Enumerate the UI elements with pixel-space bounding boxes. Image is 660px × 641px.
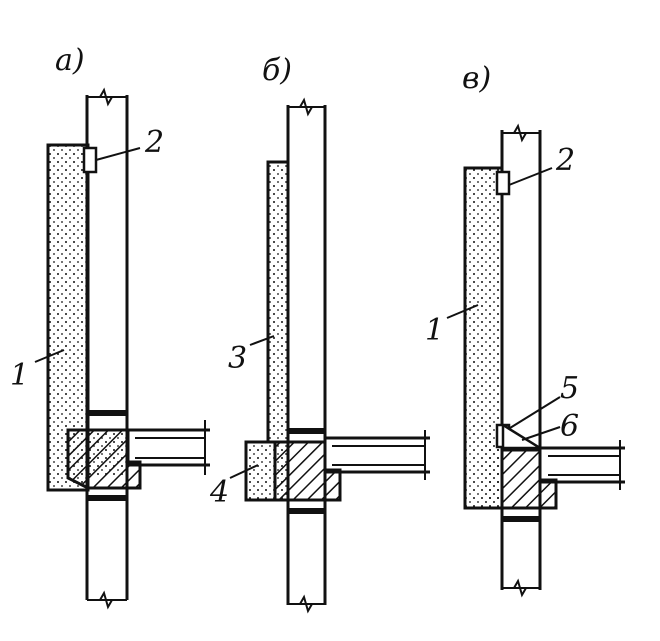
leader-3 (249, 335, 275, 346)
wall-gap-1 (88, 410, 128, 416)
leader-1 (446, 304, 479, 319)
insulation-layer (266, 160, 290, 444)
leader-6 (521, 426, 561, 441)
label-2: 2 (144, 125, 164, 160)
wall-gap-2 (288, 508, 325, 514)
wall-gap (502, 516, 540, 522)
leader-2 (95, 147, 141, 161)
wall-gap-1 (288, 428, 325, 434)
label-4: 4 (209, 475, 229, 510)
panel-c: в) 2 1 5 6 (425, 61, 625, 598)
anchor-box (495, 170, 511, 196)
concrete-belt (500, 448, 558, 510)
break-symbol-bottom (299, 594, 313, 614)
label-6: 6 (560, 409, 579, 444)
bracket-element (501, 422, 545, 450)
break-symbol-bottom (513, 578, 527, 598)
label-2: 2 (555, 143, 575, 178)
label-1: 1 (10, 358, 29, 393)
label-1: 1 (425, 313, 444, 348)
concrete-belt (66, 428, 142, 490)
panel-title-a: а) (55, 43, 85, 78)
panel-title-b: б) (262, 53, 292, 88)
leader-2 (508, 167, 553, 186)
anchor-box (82, 146, 98, 174)
leader-5 (509, 396, 561, 429)
wall-gap-2 (88, 495, 128, 501)
label-3: 3 (228, 341, 247, 376)
leader-1 (34, 349, 65, 363)
panel-b: б) 3 4 (209, 53, 430, 614)
leader-4 (229, 464, 259, 479)
panel-a: а) 2 1 (10, 43, 210, 610)
insulation-lower (485, 440, 503, 505)
panel-title-c: в) (462, 61, 491, 96)
concrete-belt (273, 440, 342, 502)
break-symbol-bottom (99, 590, 113, 610)
break-symbol-top (99, 87, 113, 107)
break-symbol-top (513, 123, 527, 143)
label-5: 5 (560, 371, 579, 406)
break-symbol-top (299, 97, 313, 117)
